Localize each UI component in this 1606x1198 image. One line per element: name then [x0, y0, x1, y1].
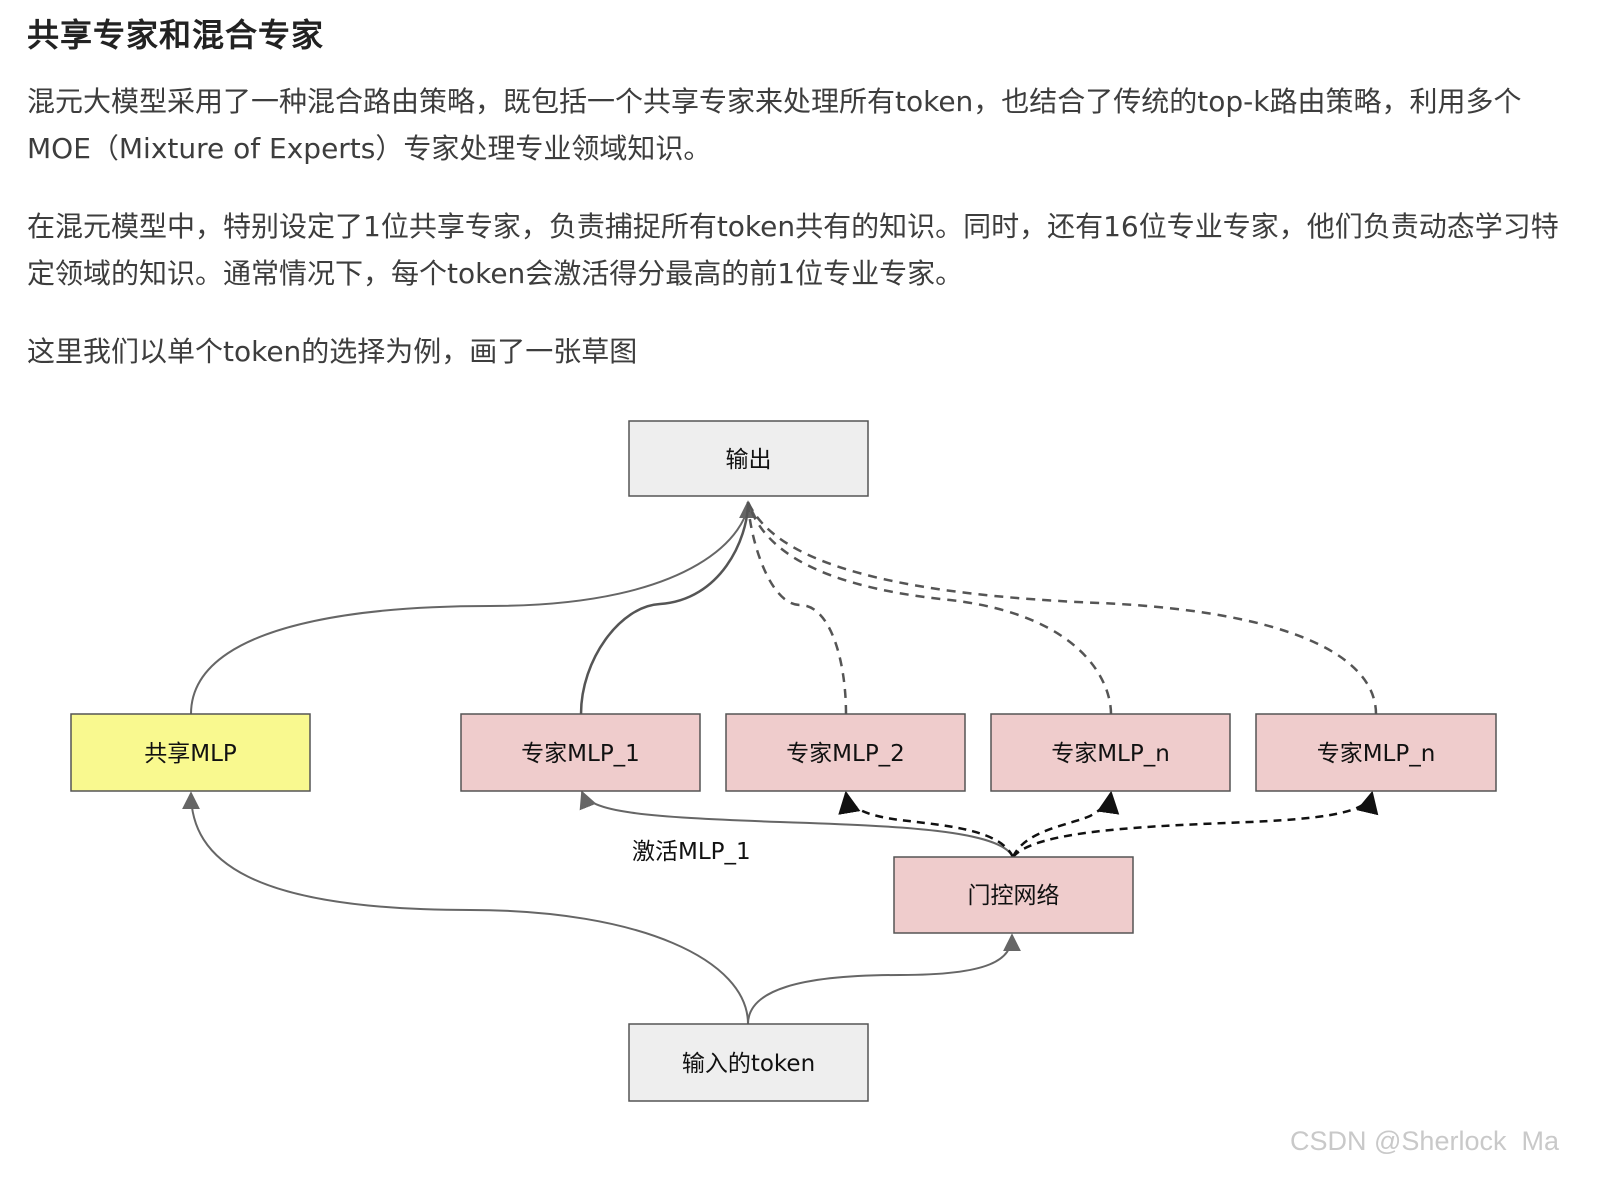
edge-expert3-to-output: [746, 501, 1113, 715]
expert-label-1: 专家MLP_1: [521, 741, 640, 767]
edge-gate-to-expert4: [1012, 790, 1379, 858]
expert-node-1: 专家MLP_1: [460, 713, 701, 792]
gate-label: 门控网络: [968, 883, 1060, 909]
expert-label-3: 专家MLP_n: [1051, 741, 1170, 767]
edge-input-to-shared: [182, 791, 749, 1025]
shared-mlp-node: 共享MLP: [70, 713, 311, 792]
expert-node-2: 专家MLP_2: [725, 713, 966, 792]
expert-node-3: 专家MLP_n: [990, 713, 1231, 792]
section-heading: 共享专家和混合专家: [27, 16, 325, 54]
shared-mlp-label: 共享MLP: [144, 741, 237, 767]
expert-label-2: 专家MLP_2: [786, 741, 905, 767]
activate-label: 激活MLP_1: [632, 839, 751, 865]
edge-expert2-to-output: [746, 501, 848, 715]
output-node: 输出: [628, 420, 869, 497]
edge-gate-to-expert2: [838, 790, 1015, 858]
gate-node: 门控网络: [893, 856, 1134, 934]
edge-gate-to-expert1: [579, 790, 1014, 858]
paragraph-intro: 混元大模型采用了一种混合路由策略，既包括一个共享专家来处理所有token，也结合…: [27, 85, 1522, 165]
moe-routing-diagram: 输出 共享MLP 专家MLP_1 专家MLP_2 专家MLP_n 专家MLP_n…: [70, 420, 1497, 1102]
expert-label-4: 专家MLP_n: [1317, 741, 1436, 767]
paragraph-sketch: 这里我们以单个token的选择为例，画了一张草图: [27, 335, 638, 368]
input-node: 输入的token: [628, 1023, 869, 1102]
edge-gate-to-expert3: [1011, 790, 1120, 858]
paragraph-experts: 在混元模型中，特别设定了1位共享专家，负责捕捉所有token共有的知识。同时，还…: [27, 210, 1559, 290]
expert-node-4: 专家MLP_n: [1255, 713, 1497, 792]
edge-expert1-to-output: [579, 501, 750, 715]
output-label: 输出: [726, 447, 772, 473]
watermark: CSDN @Sherlock Ma: [1290, 1126, 1559, 1156]
input-label: 输入的token: [682, 1051, 815, 1077]
edge-expert4-to-output: [746, 501, 1378, 715]
edge-input-to-gate: [747, 933, 1021, 1025]
edge-shared-to-output: [190, 500, 757, 715]
